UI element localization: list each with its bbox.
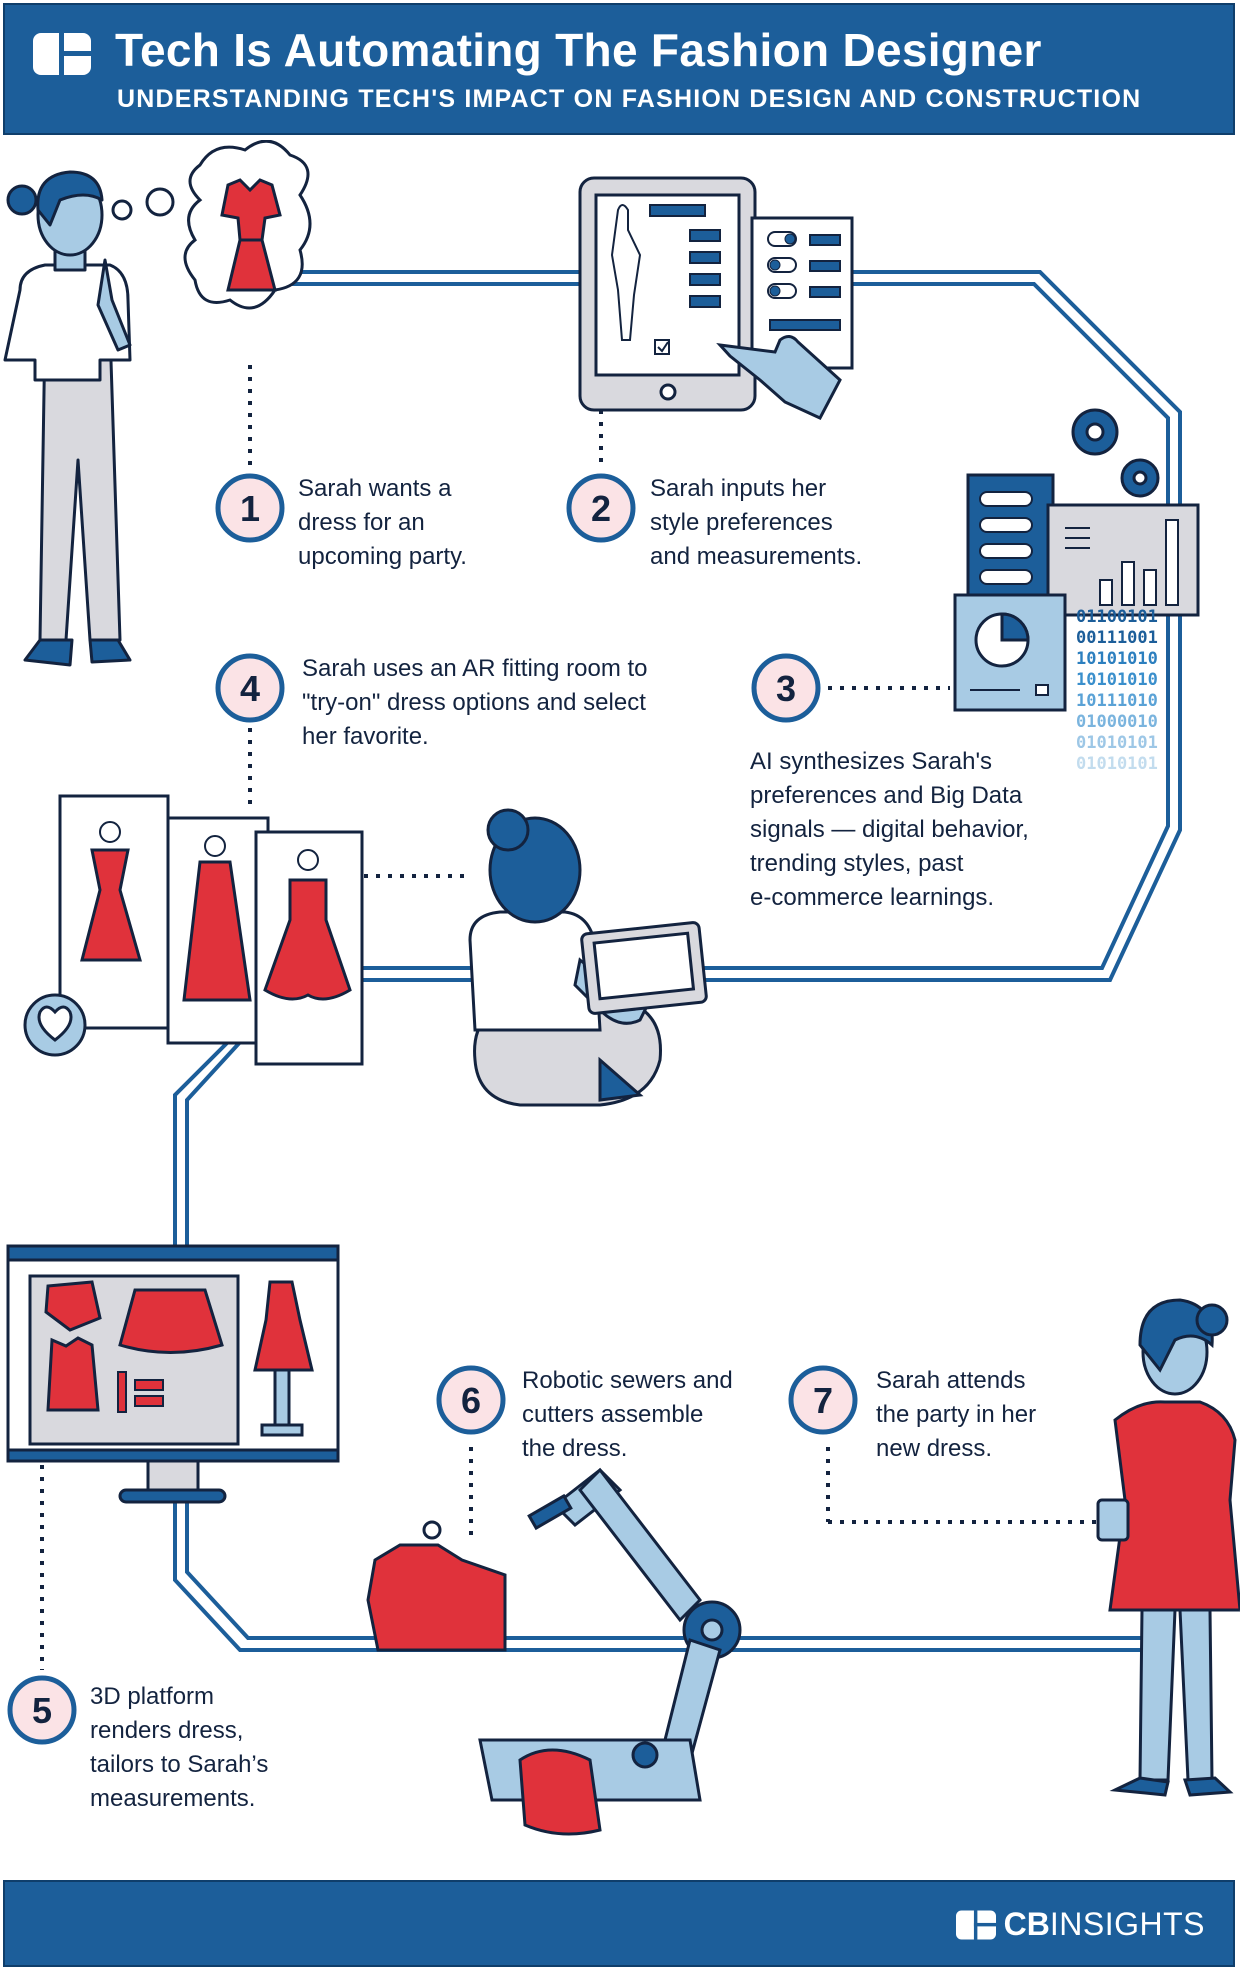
step-line: Sarah inputs her <box>650 475 827 502</box>
binary-line: 10101010 <box>1076 649 1158 669</box>
step-line: "try-on" dress options and select <box>302 689 646 716</box>
page-subtitle: UNDERSTANDING TECH'S IMPACT ON FASHION D… <box>117 85 1142 113</box>
step-2-text: Sarah inputs her style preferences and m… <box>650 472 862 574</box>
step-line: dress for an <box>298 509 425 536</box>
scene-illustration: 01100101 00111001 10101010 10101010 1011… <box>3 140 1240 1836</box>
brand-light: INSIGHTS <box>1049 1906 1205 1942</box>
binary-line: 10111010 <box>1076 691 1158 711</box>
step-line: e-commerce learnings. <box>750 884 995 911</box>
step-badge-2: 2 <box>566 473 636 543</box>
binary-line: 01000010 <box>1076 712 1158 732</box>
binary-line: 01010101 <box>1076 733 1158 753</box>
sarah-party-figure <box>1096 1298 1240 1797</box>
robot-arm-illustration <box>366 1467 742 1836</box>
binary-line: 00111001 <box>1076 628 1158 648</box>
step-line: her favorite. <box>302 723 429 750</box>
step-badge-6: 6 <box>436 1365 506 1435</box>
step-badge-4: 4 <box>215 653 285 723</box>
step-line: the dress. <box>522 1435 628 1462</box>
monitor-illustration <box>6 1244 340 1504</box>
binary-line: 10101010 <box>1076 670 1158 690</box>
step-line: preferences and Big Data <box>750 782 1023 809</box>
step-1-text: Sarah wants a dress for an upcoming part… <box>298 472 467 574</box>
step-line: signals — digital behavior, <box>750 816 1029 843</box>
step-badge-3: 3 <box>751 653 821 723</box>
step-line: the party in her <box>876 1401 1037 1428</box>
thought-cloud <box>183 140 312 310</box>
thought-dot-small <box>111 199 133 221</box>
step-number: 6 <box>461 1380 481 1421</box>
step-line: Sarah attends <box>876 1367 1026 1394</box>
step-line: Sarah uses an AR fitting room to <box>302 655 648 682</box>
cb-logo-icon <box>955 1910 996 1939</box>
step-number: 5 <box>32 1690 52 1731</box>
step-number: 2 <box>591 488 611 529</box>
step-number: 4 <box>240 668 260 709</box>
step-number: 3 <box>776 668 796 709</box>
step-3-text: AI synthesizes Sarah's preferences and B… <box>750 745 1029 915</box>
step-number: 1 <box>240 488 260 529</box>
heart-icon <box>23 993 87 1057</box>
page-title: Tech Is Automating The Fashion Designer <box>115 24 1042 76</box>
header: Tech Is Automating The Fashion Designer … <box>0 0 1240 140</box>
header-bar: Tech Is Automating The Fashion Designer … <box>3 3 1235 135</box>
step-number: 7 <box>813 1380 833 1421</box>
step-line: Sarah wants a <box>298 475 452 502</box>
step-line: renders dress, <box>90 1717 244 1744</box>
step-line: measurements. <box>90 1785 256 1812</box>
connector-path <box>173 270 1182 1652</box>
step-line: 3D platform <box>90 1683 215 1710</box>
step-line: cutters assemble <box>522 1401 704 1428</box>
sarah-thinking-figure <box>3 170 132 667</box>
step-line: tailors to Sarah’s <box>90 1751 269 1778</box>
ar-dress-cards <box>58 794 364 1066</box>
sarah-seated-figure <box>468 808 708 1107</box>
ai-data-illustration <box>953 408 1200 712</box>
brand-bold: CB <box>1003 1906 1050 1942</box>
step-badge-5: 5 <box>7 1675 77 1745</box>
binary-line: 01100101 <box>1076 607 1158 627</box>
step-line: new dress. <box>876 1435 993 1462</box>
tablet-illustration <box>578 176 854 420</box>
step-4-text: Sarah uses an AR fitting room to "try-on… <box>302 652 648 754</box>
step-line: style preferences <box>650 509 833 536</box>
thought-dot-medium <box>145 187 175 217</box>
footer: CBINSIGHTS <box>3 1880 1235 1967</box>
step-line: upcoming party. <box>298 543 467 570</box>
step-line: trending styles, past <box>750 850 964 877</box>
step-badges: 1 2 3 4 5 6 7 <box>7 473 858 1745</box>
binary-line: 01010101 <box>1076 754 1158 774</box>
step-line: and measurements. <box>650 543 863 570</box>
step-7-text: Sarah attends the party in her new dress… <box>876 1364 1036 1466</box>
step-6-text: Robotic sewers and cutters assemble the … <box>522 1364 733 1466</box>
step-line: AI synthesizes Sarah's <box>750 748 993 775</box>
step-5-text: 3D platform renders dress, tailors to Sa… <box>90 1680 268 1816</box>
dotted-connectors <box>40 365 1098 1670</box>
step-badge-1: 1 <box>215 473 285 543</box>
step-badge-7: 7 <box>788 1365 858 1435</box>
binary-stream: 01100101 00111001 10101010 10101010 1011… <box>1076 607 1158 774</box>
cb-logo-icon <box>33 33 91 75</box>
cb-insights-brand: CBINSIGHTS <box>955 1906 1205 1943</box>
step-line: Robotic sewers and <box>522 1367 733 1394</box>
